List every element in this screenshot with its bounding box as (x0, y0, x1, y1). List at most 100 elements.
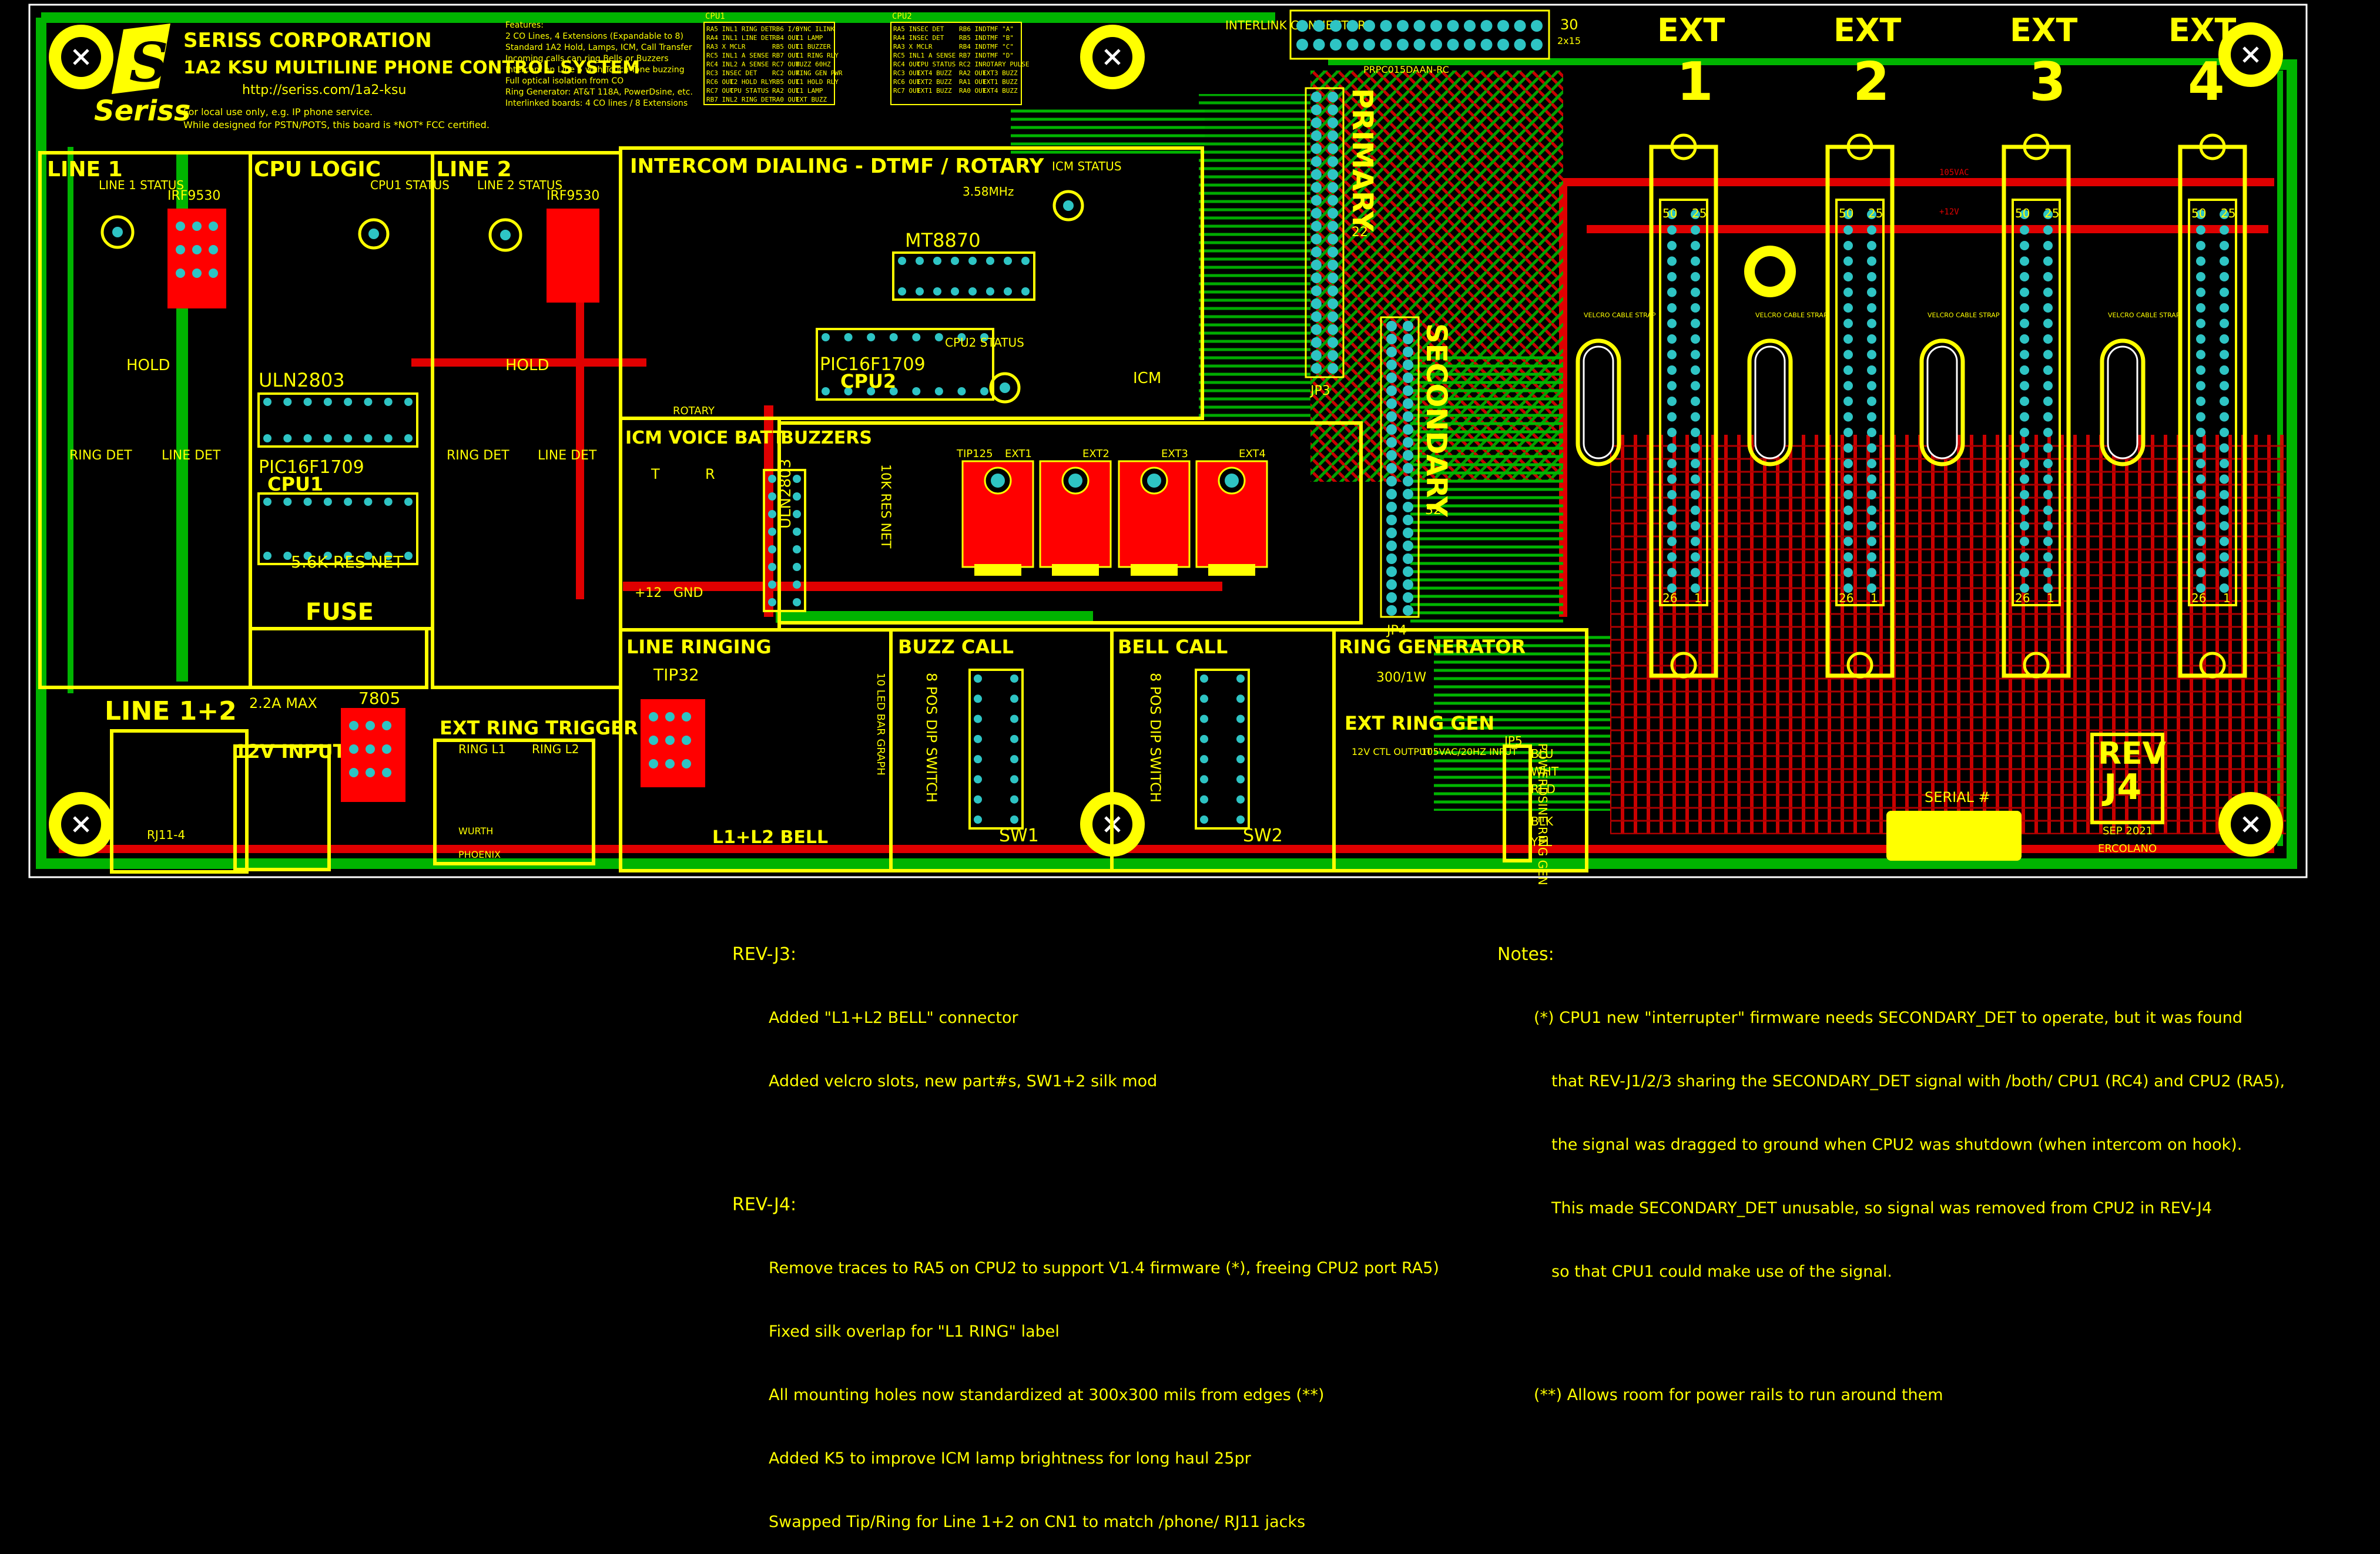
pin-cell: L2 RING DET (730, 96, 773, 103)
svg-text:PHOENIX: PHOENIX (458, 849, 501, 860)
svg-text:LINE 2 STATUS: LINE 2 STATUS (477, 178, 562, 192)
pad (1386, 476, 1397, 486)
pin-cell: RB5 IN (959, 34, 983, 42)
feature-line: Interlinked boards: 4 CO lines / 8 Exten… (505, 99, 688, 108)
svg-text:ERCOLANO: ERCOLANO (2098, 843, 2157, 855)
pad (1330, 39, 1342, 51)
pad (1330, 20, 1342, 32)
note-line: the signal was dragged to ground when CP… (1551, 1136, 2242, 1154)
pad (1386, 463, 1397, 474)
pad (1311, 286, 1322, 296)
pad (1386, 334, 1397, 344)
svg-text:25: 25 (1692, 206, 1707, 220)
rev-j4-item: Added K5 to improve ICM lamp brightness … (769, 1449, 1251, 1468)
pin-cell: EXT BUZZ (796, 96, 827, 103)
pin-cell: SEC DET (917, 25, 944, 33)
pad (1311, 350, 1322, 361)
svg-text:JP5: JP5 (1503, 734, 1523, 748)
pad (1328, 247, 1338, 257)
pin-cell: RC6 OUT (706, 78, 734, 86)
product-name: 1A2 KSU MULTILINE PHONE CONTROL SYSTEM (183, 58, 640, 78)
pin-cell: DTMF "B" (983, 34, 1014, 42)
pad (1311, 221, 1322, 231)
pad (1311, 105, 1322, 115)
svg-text:LINE DET: LINE DET (162, 448, 221, 463)
svg-text:PIC16F1709: PIC16F1709 (259, 457, 364, 478)
velcro-slot (2100, 338, 2146, 466)
pad (1311, 337, 1322, 348)
pad (1346, 39, 1359, 51)
svg-text:POWERDSINE RING GEN: POWERDSINE RING GEN (1536, 743, 1550, 885)
pin-cell: L1 A SENSE (730, 52, 769, 59)
pin-cell: L2 HOLD RLY (730, 78, 773, 86)
svg-text:26: 26 (1662, 591, 1677, 605)
pad (1403, 502, 1413, 512)
svg-text:25: 25 (1868, 206, 1883, 220)
pin-cell: RB5 OUT (772, 43, 800, 51)
svg-text:RJ11-4: RJ11-4 (147, 828, 185, 842)
svg-text:EXT3: EXT3 (1161, 448, 1188, 460)
svg-text:IRF9530: IRF9530 (167, 189, 220, 203)
red-pad-block (547, 209, 599, 303)
pin-cell: L1 RING DET (730, 25, 773, 33)
svg-text:ICM VOICE BATT: ICM VOICE BATT (625, 428, 785, 448)
pad (1328, 221, 1338, 231)
pad (1430, 20, 1442, 32)
svg-text:VELCRO CABLE STRAP: VELCRO CABLE STRAP (1755, 311, 1828, 319)
pad (1386, 515, 1397, 525)
ic-footprint (1195, 669, 1250, 830)
svg-text:SEP 2021: SEP 2021 (2103, 825, 2153, 837)
pad (1403, 553, 1413, 564)
svg-text:25: 25 (2044, 206, 2059, 220)
svg-text:EXT RING TRIGGER: EXT RING TRIGGER (440, 717, 638, 739)
rev-j4-item: Swapped Tip/Ring for Line 1+2 on CN1 to … (769, 1513, 1306, 1531)
svg-text:50: 50 (1662, 206, 1677, 220)
pad (1386, 360, 1397, 370)
pin-cell: CPU STATUS (730, 87, 769, 95)
components (100, 190, 1268, 830)
pad (1328, 130, 1338, 141)
note-line: This made SECONDARY_DET unusable, so sig… (1551, 1199, 2213, 1217)
pad (1311, 156, 1322, 167)
svg-text:LINE 1+2: LINE 1+2 (105, 696, 237, 726)
svg-text:CPU2: CPU2 (892, 12, 912, 21)
pin-cell: RC7 OUT (772, 61, 800, 68)
note-line: that REV-J1/2/3 sharing the SECONDARY_DE… (1551, 1072, 2285, 1090)
svg-text:CPU LOGIC: CPU LOGIC (254, 157, 381, 182)
ext-header-label: EXT (2010, 12, 2078, 49)
svg-text:VELCRO CABLE STRAP: VELCRO CABLE STRAP (1584, 311, 1656, 319)
pin-cell: RA5 IN (706, 25, 730, 33)
pin-cell: RA5 IN (893, 25, 917, 33)
pin-cell: RB6 I/O (772, 25, 799, 33)
pad (1386, 605, 1397, 616)
svg-text:2x15: 2x15 (1557, 35, 1581, 46)
pin-cell: RB6 IN (959, 25, 983, 33)
pad (1413, 20, 1426, 32)
interlink-label: INTERLINK CONNECTOR (1225, 18, 1366, 32)
pin-cell: L1 LAMP (796, 34, 823, 42)
section-frames (38, 146, 2164, 874)
svg-text:TIP125: TIP125 (956, 448, 993, 460)
svg-text:3.58MHz: 3.58MHz (963, 184, 1014, 199)
svg-text:8 POS DIP SWITCH: 8 POS DIP SWITCH (923, 673, 940, 803)
pin-cell: RA3 X (893, 43, 913, 51)
pad (1386, 579, 1397, 590)
pad (1403, 476, 1413, 486)
pad (1328, 92, 1338, 102)
pad (1380, 20, 1392, 32)
svg-text:ULN2803: ULN2803 (259, 369, 345, 391)
pin-cell: RB7 IN (706, 96, 730, 103)
pad (1311, 182, 1322, 193)
svg-text:12V CTL OUTPUT: 12V CTL OUTPUT (1352, 746, 1432, 757)
pin-cell: RING GEN PWR (796, 69, 843, 77)
disclaimer-1: For local use only, e.g. IP phone servic… (183, 106, 373, 118)
pad (1464, 39, 1476, 51)
pin-cell: L1 RING RLY (796, 52, 839, 59)
ext-header-number: 1 (1677, 51, 1714, 113)
pad (1403, 385, 1413, 396)
